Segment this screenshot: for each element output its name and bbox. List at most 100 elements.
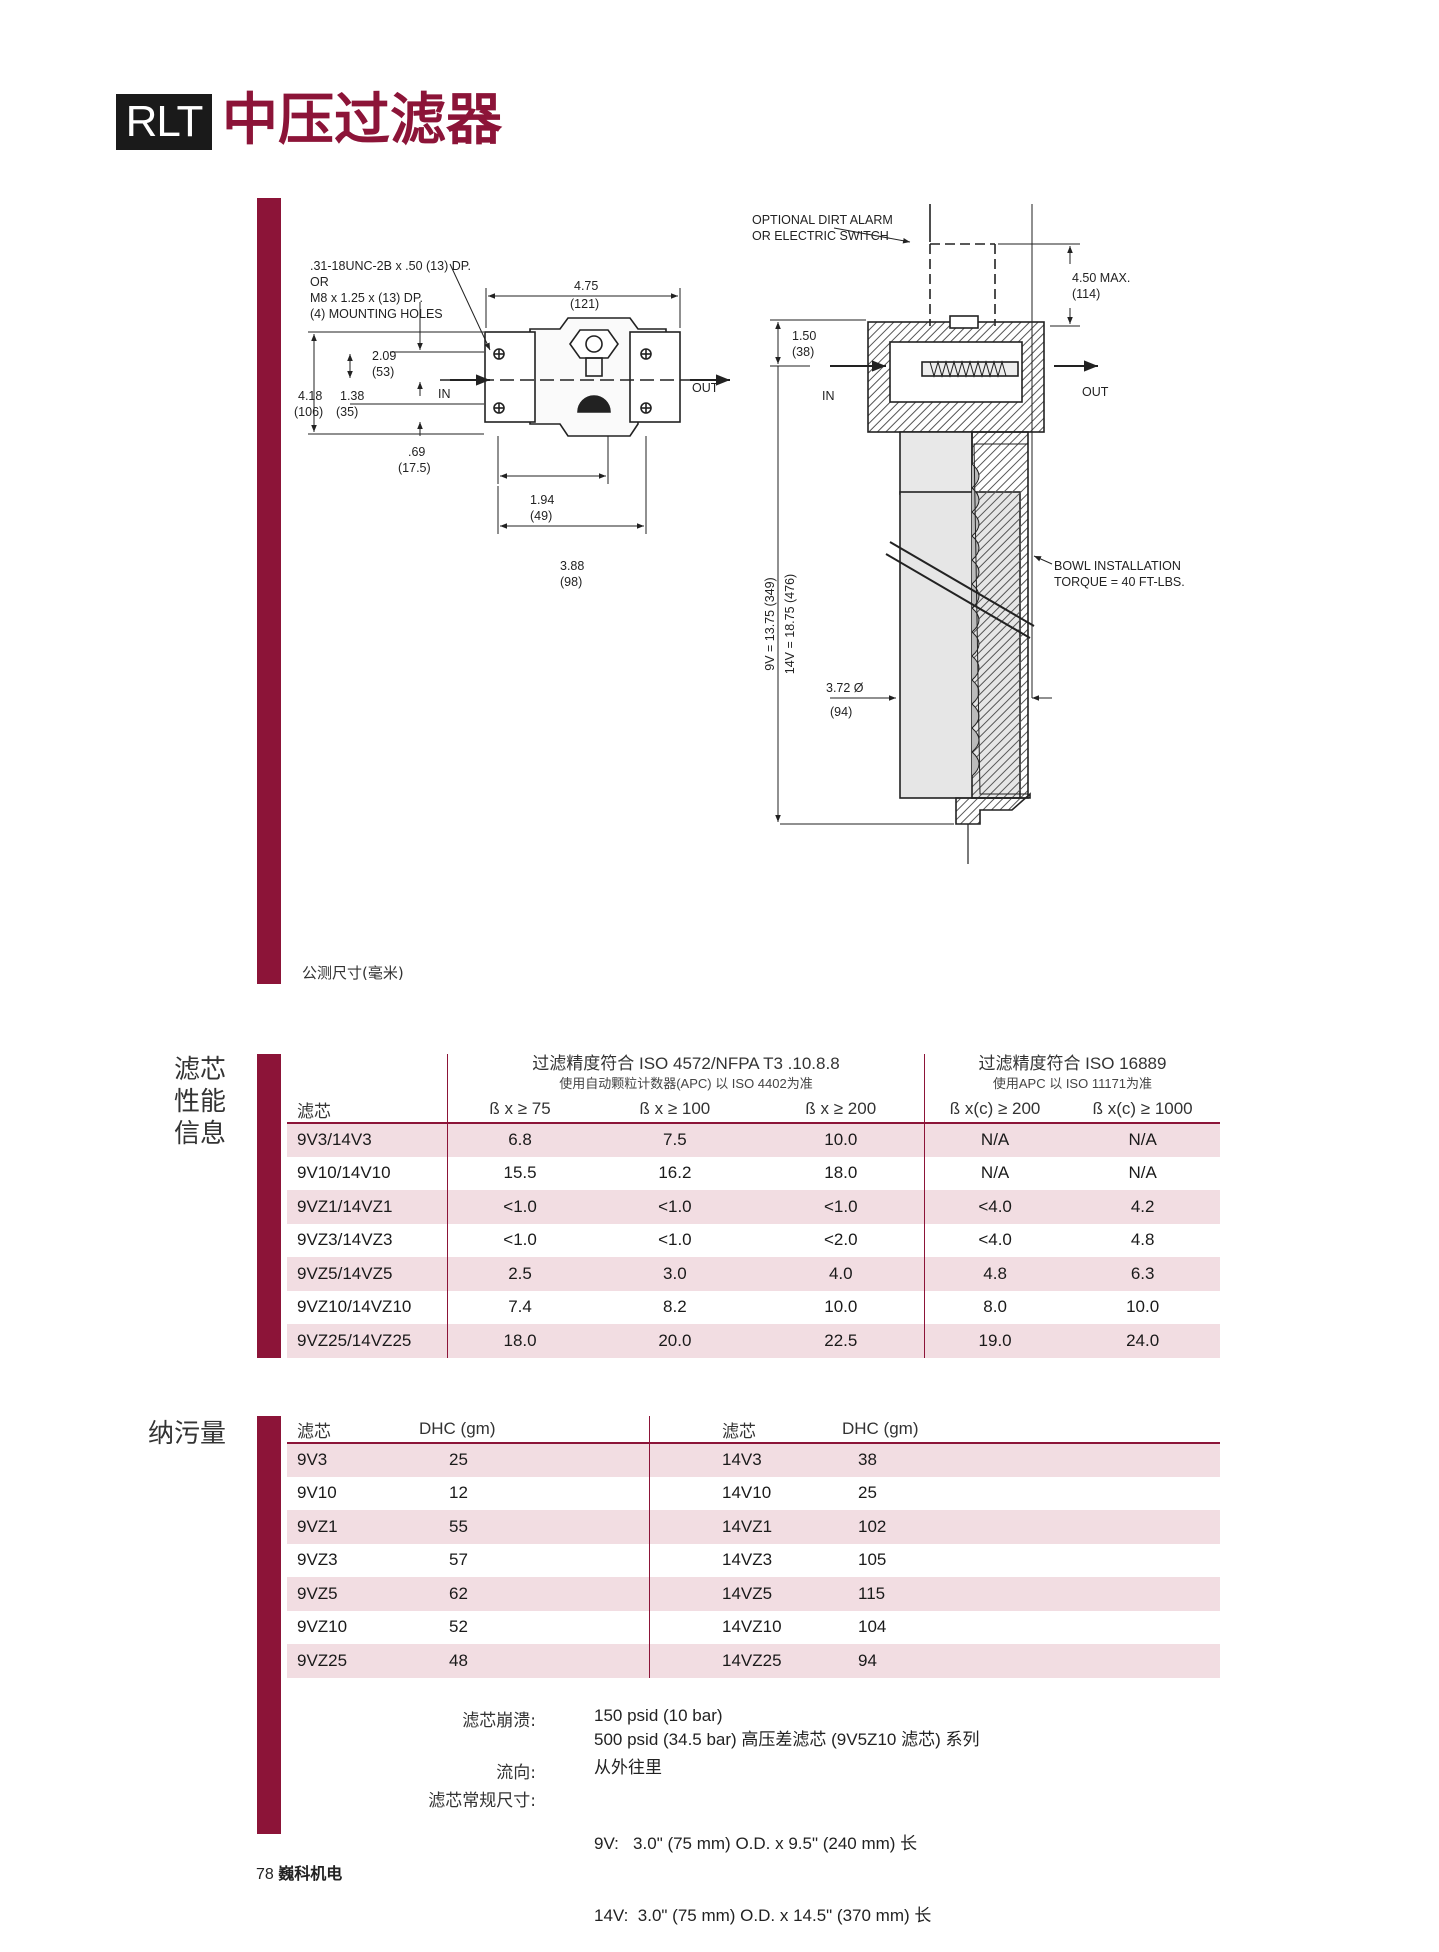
bowl-note-2: TORQUE = 40 FT-LBS. xyxy=(1054,575,1185,589)
cell: 20.0 xyxy=(592,1324,758,1358)
cell: <4.0 xyxy=(923,1190,1066,1224)
cell: 9VZ10 xyxy=(297,1617,348,1637)
table-row: 9V10 12 14V10 25 xyxy=(287,1476,1220,1510)
cell: 8.2 xyxy=(663,1297,687,1317)
cell: 38 xyxy=(832,1443,1220,1477)
table-row: 9VZ5 62 14VZ5 115 xyxy=(287,1577,1220,1611)
cell: 4.2 xyxy=(1065,1190,1220,1224)
table-row: 9V10/14V10 15.5 16.2 18.0 N/A N/A xyxy=(287,1156,1220,1190)
cell: 9VZ5 xyxy=(287,1577,407,1611)
collapse-value-line: 500 psid (34.5 bar) 高压差滤芯 (9V5Z10 滤芯) 系列 xyxy=(594,1730,980,1749)
table-row: 9VZ3 57 14VZ3 105 xyxy=(287,1543,1220,1577)
cell: 18.0 xyxy=(824,1163,858,1183)
dim-209: 2.09 xyxy=(372,349,396,363)
cell: 14VZ5 xyxy=(649,1577,832,1611)
dim-450-mm: (114) xyxy=(1072,287,1100,301)
col-beta100: ß x ≥ 100 xyxy=(592,1096,758,1124)
mounting-note-4: (4) MOUNTING HOLES xyxy=(310,307,443,321)
table-row: 9VZ1 55 14VZ1 102 xyxy=(287,1510,1220,1544)
cell: N/A xyxy=(923,1156,1066,1190)
drawing-svg: .31-18UNC-2B x .50 (13) DP. OR M8 x 1.25… xyxy=(294,204,1185,864)
size-value-line: 9V: 3.0" (75 mm) O.D. x 9.5" (240 mm) 长 xyxy=(594,1834,918,1853)
cell: 19.0 xyxy=(923,1324,1066,1358)
cell: 105 xyxy=(858,1550,887,1570)
table-row: 9VZ25 48 14VZ25 94 xyxy=(287,1644,1220,1678)
dim-372-mm: (94) xyxy=(830,705,852,719)
mounting-note-2: OR xyxy=(310,275,329,289)
cell: 14V3 xyxy=(649,1443,832,1477)
cell: 7.4 xyxy=(447,1290,593,1324)
cell: <2.0 xyxy=(824,1230,858,1250)
cell: 12 xyxy=(449,1483,468,1503)
col-element-left: 滤芯 xyxy=(287,1416,407,1444)
dim-069: .69 xyxy=(408,445,425,459)
performance-group-header: 过滤精度符合 ISO 4572/NFPA T3 .10.8.8 使用自动颗粒计数… xyxy=(287,1054,1220,1096)
table-row: 9VZ1/14VZ1 <1.0 <1.0 <1.0 <4.0 4.2 xyxy=(287,1190,1220,1224)
cell: 9VZ3/14VZ3 xyxy=(297,1230,393,1250)
col-beta75: ß x ≥ 75 xyxy=(447,1096,593,1124)
cell: 9V3/14V3 xyxy=(287,1123,448,1157)
cell: <1.0 xyxy=(592,1190,758,1224)
cell: 7.5 xyxy=(592,1123,758,1157)
cell: 15.5 xyxy=(447,1156,593,1190)
cell: 9V3 xyxy=(287,1443,407,1477)
cell: 25 xyxy=(407,1443,650,1477)
cell: 48 xyxy=(407,1644,650,1678)
collapse-label: 滤芯崩溃: xyxy=(462,1711,536,1731)
cell: N/A xyxy=(1128,1163,1157,1183)
right-in-label: IN xyxy=(822,389,835,403)
collapse-values: 150 psid (10 bar) 500 psid (34.5 bar) 高压… xyxy=(594,1704,979,1752)
dim-138-mm: (35) xyxy=(336,405,358,419)
dim-475: 4.75 xyxy=(574,279,598,293)
performance-sidebar xyxy=(257,1054,281,1358)
technical-drawing: .31-18UNC-2B x .50 (13) DP. OR M8 x 1.25… xyxy=(290,204,1240,864)
dim-450: 4.50 MAX. xyxy=(1072,271,1130,285)
cell: <1.0 xyxy=(757,1190,925,1224)
size-label: 滤芯常规尺寸: xyxy=(428,1791,536,1811)
col-beta200: ß x ≥ 200 xyxy=(757,1096,925,1124)
cell: 4.8 xyxy=(1130,1230,1155,1250)
company-name: 巍科机电 xyxy=(278,1864,343,1883)
dim-069-mm: (17.5) xyxy=(398,461,431,475)
size-values: 9V: 3.0" (75 mm) O.D. x 9.5" (240 mm) 长 … xyxy=(594,1784,931,1952)
cell: 9V10/14V10 xyxy=(297,1163,391,1183)
performance-table: 过滤精度符合 ISO 4572/NFPA T3 .10.8.8 使用自动颗粒计数… xyxy=(287,1054,1220,1358)
dim-150-mm: (38) xyxy=(792,345,814,359)
performance-label-line: 滤芯 xyxy=(173,1055,226,1085)
table-row: 9V3 25 14V3 38 xyxy=(287,1443,1220,1477)
cell: 10.0 xyxy=(824,1297,858,1317)
cell: 102 xyxy=(832,1510,1220,1544)
dim-388: 3.88 xyxy=(560,559,584,573)
cell: 62 xyxy=(407,1577,650,1611)
head-top-view xyxy=(440,317,730,437)
cell: 24.0 xyxy=(1065,1324,1220,1358)
drawing-sidebar xyxy=(257,198,281,984)
cell: 14VZ3 xyxy=(649,1543,832,1577)
size-value-line: 14V: 3.0" (75 mm) O.D. x 14.5" (370 mm) … xyxy=(594,1906,932,1925)
length-14v: 14V = 18.75 (476) xyxy=(783,574,797,674)
product-badge: RLT xyxy=(116,94,212,150)
cell: 9VZ3 xyxy=(297,1550,338,1570)
group2-subtitle: 使用APC 以 ISO 11171为准 xyxy=(992,1076,1153,1091)
group1-subtitle: 使用自动颗粒计数器(APC) 以 ISO 4402为准 xyxy=(559,1076,813,1091)
cell: 14VZ1 xyxy=(649,1510,832,1544)
dim-138: 1.38 xyxy=(340,389,364,403)
cell: 4.0 xyxy=(757,1257,925,1291)
cell: 115 xyxy=(832,1577,1220,1611)
cell: 18.0 xyxy=(447,1324,593,1358)
right-out-label: OUT xyxy=(1082,385,1109,399)
dhc-header: 滤芯 DHC (gm) 滤芯 DHC (gm) xyxy=(287,1416,1220,1444)
performance-label-line: 信息 xyxy=(173,1119,226,1149)
cell: 10.0 xyxy=(1126,1297,1160,1317)
dim-194: 1.94 xyxy=(530,493,554,507)
group2-header: 过滤精度符合 ISO 16889 使用APC 以 ISO 11171为准 xyxy=(923,1054,1220,1096)
cell: N/A xyxy=(923,1123,1066,1157)
table-row: 9VZ5/14VZ5 2.5 3.0 4.0 4.8 6.3 xyxy=(287,1257,1220,1291)
col-dhc-left: DHC (gm) xyxy=(407,1416,650,1444)
filter-side-view xyxy=(867,204,1045,864)
cell: 57 xyxy=(449,1550,468,1570)
cell: 14VZ25 xyxy=(649,1644,832,1678)
table-row: 9VZ10/14VZ10 7.4 8.2 10.0 8.0 10.0 xyxy=(287,1290,1220,1324)
dim-194-mm: (49) xyxy=(530,509,552,523)
cell: <1.0 xyxy=(447,1190,593,1224)
